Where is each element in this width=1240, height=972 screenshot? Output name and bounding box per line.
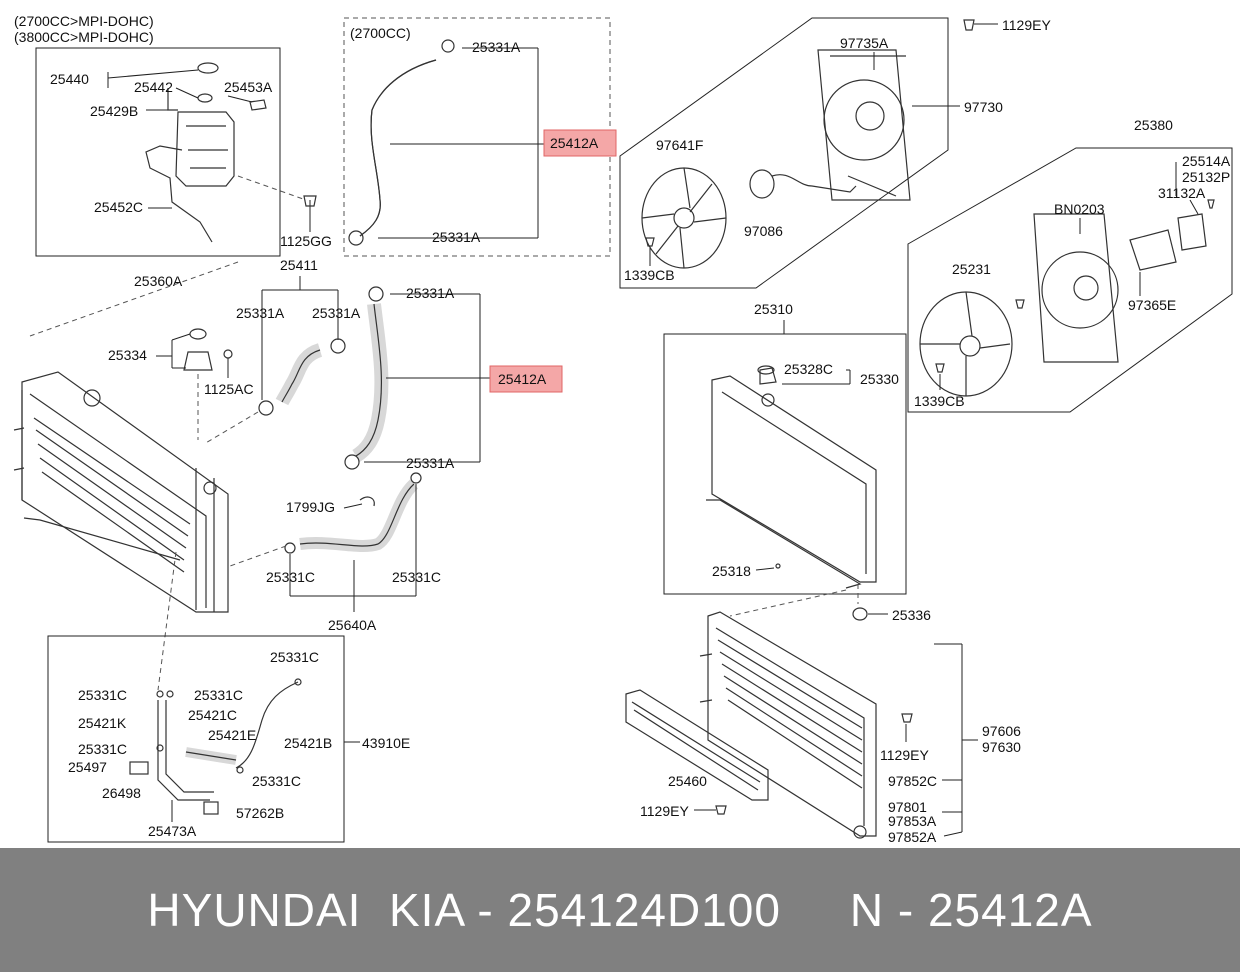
label-25318: 25318 bbox=[712, 563, 751, 579]
label-25429B: 25429B bbox=[90, 103, 138, 119]
hose-25411 bbox=[258, 338, 346, 416]
label-25331A-mid: 25331A bbox=[406, 285, 455, 301]
variant-note: (2700CC) bbox=[350, 25, 411, 41]
label-25331A-left: 25331A bbox=[236, 305, 285, 321]
brand-part-number: HYUNDAI KIA - 254124D100 bbox=[147, 884, 781, 936]
label-97730: 97730 bbox=[964, 99, 1003, 115]
label-97606: 97606 bbox=[982, 723, 1021, 739]
label-25331C-ob-4: 25331C bbox=[78, 741, 127, 757]
oil-cooler-box bbox=[47, 635, 345, 843]
part-number-banner: HYUNDAI KIA - 254124D100 N - 25412A bbox=[0, 848, 1240, 972]
condenser-97606 bbox=[699, 611, 877, 839]
motor-97086 bbox=[749, 169, 857, 199]
label-25331A-top: 25331A bbox=[472, 39, 521, 55]
label-25331C-lower-right: 25331C bbox=[392, 569, 441, 585]
label-25412A-top: 25412A bbox=[550, 135, 599, 151]
label-25514A: 25514A bbox=[1182, 153, 1231, 169]
label-97801: 97801 bbox=[888, 799, 927, 815]
label-25497: 25497 bbox=[68, 759, 107, 775]
label-25460: 25460 bbox=[668, 773, 707, 789]
highlight-25412A-top bbox=[543, 129, 617, 157]
label-1129EY-bottom: 1129EY bbox=[640, 803, 689, 819]
label-25421C: 25421C bbox=[188, 707, 237, 723]
label-57262B: 57262B bbox=[236, 805, 284, 821]
label-25640A: 25640A bbox=[328, 617, 377, 633]
fan-shroud-25380 bbox=[1033, 213, 1207, 363]
fan-97641F bbox=[641, 167, 727, 269]
label-1125GG: 1125GG bbox=[280, 233, 332, 249]
label-97365E: 97365E bbox=[1128, 297, 1176, 313]
fan-25231 bbox=[919, 291, 1013, 397]
fan-box-97730 bbox=[619, 17, 949, 289]
label-97641F: 97641F bbox=[656, 137, 703, 153]
lower-hose-25640A bbox=[284, 472, 422, 554]
upper-hose-25412A bbox=[344, 286, 389, 470]
label-97852A: 97852A bbox=[888, 829, 937, 845]
cooler-25460 bbox=[625, 689, 769, 801]
label-25331A-top-bottom: 25331A bbox=[432, 229, 481, 245]
cap-25334 bbox=[183, 328, 233, 371]
highlight-25412A-mid bbox=[489, 365, 563, 393]
label-25380: 25380 bbox=[1134, 117, 1173, 133]
label-43910E: 43910E bbox=[362, 735, 410, 751]
label-25331A-right: 25331A bbox=[312, 305, 361, 321]
radiator-box-25310 bbox=[663, 333, 907, 595]
label-25310: 25310 bbox=[754, 301, 793, 317]
label-25453A: 25453A bbox=[224, 79, 273, 95]
radiator-assembly-left bbox=[13, 371, 229, 613]
label-25331C-ob-1: 25331C bbox=[270, 649, 319, 665]
label-31132A: 31132A bbox=[1158, 185, 1206, 201]
label-25334: 25334 bbox=[108, 347, 147, 363]
label-25412A-mid: 25412A bbox=[498, 371, 547, 387]
label-1129EY-right: 1129EY bbox=[880, 747, 929, 763]
label-97852C: 97852C bbox=[888, 773, 937, 789]
label-25411: 25411 bbox=[280, 257, 318, 273]
engine-note-3800: (3800CC>MPI-DOHC) bbox=[14, 29, 154, 45]
label-25421E: 25421E bbox=[208, 727, 256, 743]
label-97630: 97630 bbox=[982, 739, 1021, 755]
label-25440: 25440 bbox=[50, 71, 89, 87]
label-25132P: 25132P bbox=[1182, 169, 1230, 185]
label-25336: 25336 bbox=[892, 607, 931, 623]
label-25331A-mid-bottom: 25331A bbox=[406, 455, 455, 471]
label-25473A: 25473A bbox=[148, 823, 197, 839]
mount-25336 bbox=[852, 607, 868, 621]
label-25421B: 25421B bbox=[284, 735, 332, 751]
label-1129EY-top: 1129EY bbox=[1002, 17, 1051, 33]
label-1339CB-top: 1339CB bbox=[624, 267, 675, 283]
label-1799JG: 1799JG bbox=[286, 499, 335, 515]
fan-shroud-97730 bbox=[817, 49, 911, 201]
engine-note-2700: (2700CC>MPI-DOHC) bbox=[14, 13, 154, 29]
label-25231: 25231 bbox=[952, 261, 991, 277]
radiator-25310 bbox=[706, 365, 877, 589]
label-25330: 25330 bbox=[860, 371, 899, 387]
label-25331C-ob-2: 25331C bbox=[78, 687, 127, 703]
reservoir-tank bbox=[145, 62, 267, 243]
label-1339CB-right: 1339CB bbox=[914, 393, 965, 409]
label-25442: 25442 bbox=[134, 79, 173, 95]
label-1125AC: 1125AC bbox=[204, 381, 254, 397]
label-BN0203: BN0203 bbox=[1054, 201, 1105, 217]
label-25421K: 25421K bbox=[78, 715, 127, 731]
label-97086: 97086 bbox=[744, 223, 783, 239]
label-25452C: 25452C bbox=[94, 199, 143, 215]
parts-diagram: (2700CC>MPI-DOHC) (3800CC>MPI-DOHC) 2544… bbox=[13, 13, 1233, 845]
label-97853A: 97853A bbox=[888, 813, 937, 829]
label-25328C: 25328C bbox=[784, 361, 833, 377]
label-97735A: 97735A bbox=[840, 35, 889, 51]
label-25331C-ob-3: 25331C bbox=[194, 687, 243, 703]
oil-cooler-lines bbox=[129, 678, 302, 815]
reference-code: N - 25412A bbox=[849, 884, 1093, 936]
reservoir-box bbox=[35, 47, 281, 257]
upper-hose-2700 bbox=[348, 39, 455, 246]
label-25360A: 25360A bbox=[134, 273, 183, 289]
fan-box-25380 bbox=[907, 147, 1233, 413]
label-26498: 26498 bbox=[102, 785, 141, 801]
label-25331C-lower-left: 25331C bbox=[266, 569, 315, 585]
label-25331C-ob-5: 25331C bbox=[252, 773, 301, 789]
